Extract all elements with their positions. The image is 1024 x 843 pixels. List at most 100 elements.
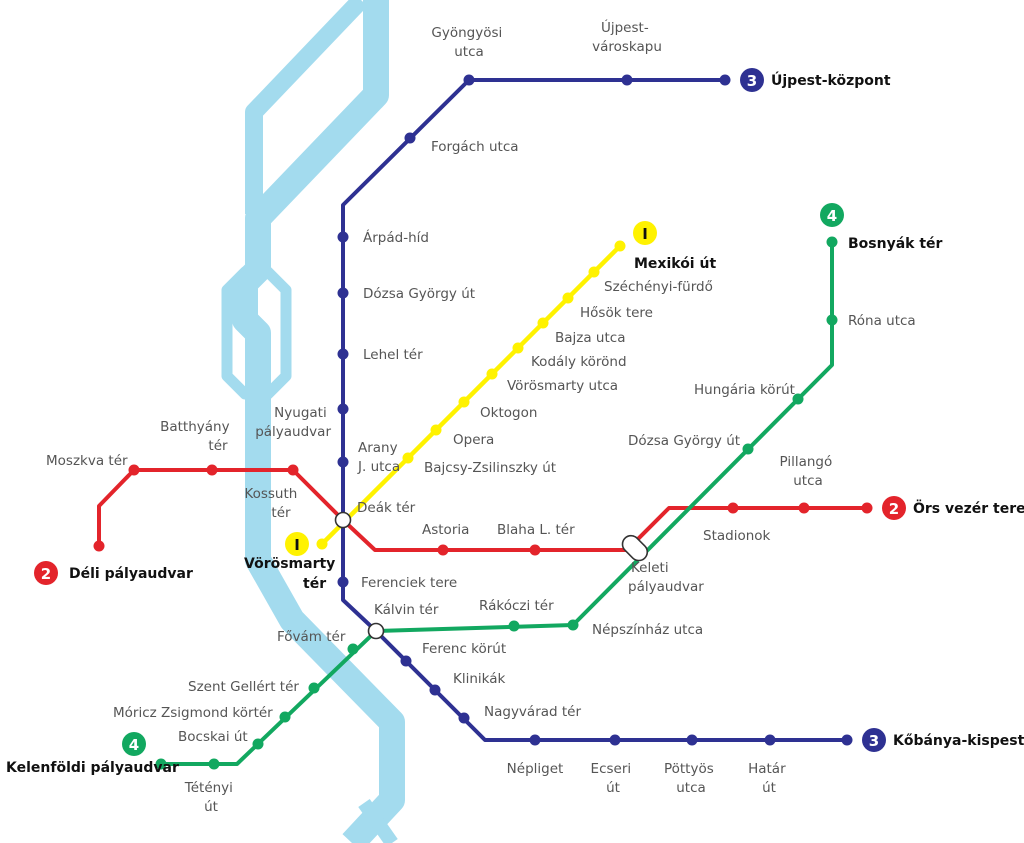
- m4-badge-north: 4: [820, 203, 844, 227]
- terminal-ujpest-kozpont: Újpest-központ: [771, 71, 891, 89]
- label-pottyos-line2: utca: [676, 780, 706, 796]
- station-dot-oktogon[interactable]: [458, 396, 470, 408]
- station-dot-tetenyi[interactable]: [208, 758, 220, 770]
- station-dot-moricz[interactable]: [279, 711, 291, 723]
- m4-badge-south-circle: [122, 732, 146, 756]
- station-dot-rona[interactable]: [826, 314, 838, 326]
- station-dot-gyongyosi[interactable]: [463, 74, 475, 86]
- terminal-vorosmarty-ter: Vörösmarty tér: [244, 556, 340, 592]
- station-dot-kossuth[interactable]: [287, 464, 299, 476]
- river-side-branch: [245, 0, 368, 214]
- station-dot-moszkva[interactable]: [128, 464, 140, 476]
- label-arany-line2: J. utca: [357, 459, 400, 475]
- label-kossuth: Kossuth tér: [244, 486, 301, 521]
- m4-badge-south-number: 4: [129, 736, 139, 754]
- station-dot-kelenfold[interactable]: [155, 758, 167, 770]
- label-gyongyosi-line1: Gyöngyösi: [431, 25, 502, 41]
- label-tetenyi-line1: Tétényi: [184, 780, 233, 796]
- station-dot-rakoczi[interactable]: [508, 620, 520, 632]
- interchange-kalvin[interactable]: [367, 622, 385, 640]
- label-arpad-hid: Árpád-híd: [363, 229, 429, 246]
- island-channel: [221, 266, 292, 400]
- station-dot-ferenciek[interactable]: [337, 576, 349, 588]
- station-dot-hungaria[interactable]: [792, 393, 804, 405]
- label-nepszinhaz: Népszínház utca: [592, 622, 703, 638]
- label-ecseri-line1: Ecseri: [591, 761, 632, 777]
- station-dot-mexikoi[interactable]: [614, 240, 626, 252]
- station-dot-bajcsy[interactable]: [402, 452, 414, 464]
- m1-badge-north-number: I: [642, 225, 648, 243]
- station-dot-bocskai[interactable]: [252, 738, 264, 750]
- station-dot-dozsa-gy-m4[interactable]: [742, 443, 754, 455]
- m2-badge-west: 2: [34, 561, 58, 585]
- m2-badge-west-number: 2: [41, 565, 51, 583]
- m2-badge-west-circle: [34, 561, 58, 585]
- station-dot-lehel[interactable]: [337, 348, 349, 360]
- station-dot-hatar[interactable]: [764, 734, 776, 746]
- station-dot-nepliget[interactable]: [529, 734, 541, 746]
- station-dot-blaha[interactable]: [529, 544, 541, 556]
- terminal-ors-vezer: Örs vezér tere: [913, 499, 1024, 517]
- label-oktogon: Oktogon: [480, 405, 537, 421]
- terminal-vorosmarty-ter-line1: Vörösmarty: [244, 556, 335, 572]
- station-dot-arany[interactable]: [337, 456, 349, 468]
- label-ujpest-varoskapu-line1: Újpest-: [601, 18, 649, 36]
- m4-badge-north-number: 4: [827, 207, 837, 225]
- terminal-kelenfold: Kelenföldi pályaudvar: [6, 760, 179, 776]
- station-dot-bajza[interactable]: [537, 317, 549, 329]
- m3-badge-south-number: 3: [869, 732, 879, 750]
- station-dot-nepszinhaz[interactable]: [567, 619, 579, 631]
- label-arany: Arany J. utca: [357, 440, 402, 475]
- label-szent-gellert: Szent Gellért tér: [188, 679, 299, 695]
- station-dot-ujpest-kozpont[interactable]: [719, 74, 731, 86]
- station-dot-nagyvarad[interactable]: [458, 712, 470, 724]
- station-dot-pottyos[interactable]: [686, 734, 698, 746]
- label-tetenyi-line2: út: [204, 799, 218, 815]
- interchange-keleti[interactable]: [619, 532, 651, 564]
- terminal-deli: Déli pályaudvar: [69, 566, 193, 582]
- station-dot-kodaly[interactable]: [512, 342, 524, 354]
- station-dot-ors-vezer[interactable]: [861, 502, 873, 514]
- label-nagyvarad: Nagyvárad tér: [484, 704, 581, 720]
- station-dot-ecseri[interactable]: [609, 734, 621, 746]
- river-main: [232, 0, 405, 843]
- label-ujpest-varoskapu: Újpest- városkapu: [592, 18, 662, 55]
- station-dot-szent-gellert[interactable]: [308, 682, 320, 694]
- label-gyongyosi-line2: utca: [454, 44, 484, 60]
- station-dot-kobanya-kispest[interactable]: [841, 734, 853, 746]
- label-batthyany-line1: Batthyány: [160, 419, 229, 435]
- label-bocskai: Bocskai út: [178, 729, 248, 745]
- station-dot-vorosmarty-utca[interactable]: [486, 368, 498, 380]
- station-dot-batthyany[interactable]: [206, 464, 218, 476]
- label-rakoczi: Rákóczi tér: [479, 598, 554, 614]
- station-dot-pillango[interactable]: [798, 502, 810, 514]
- label-hatar: Határ út: [748, 761, 790, 796]
- label-ujpest-varoskapu-line2: városkapu: [592, 39, 662, 55]
- label-keleti-line2: pályaudvar: [628, 579, 704, 595]
- m2-badge-east-number: 2: [889, 500, 899, 518]
- m4-track: [161, 242, 834, 766]
- station-dot-arpad-hid[interactable]: [337, 231, 349, 243]
- station-dot-fovam[interactable]: [347, 643, 359, 655]
- station-dot-dozsa-gy-m3[interactable]: [337, 287, 349, 299]
- station-dot-astoria[interactable]: [437, 544, 449, 556]
- label-moricz: Móricz Zsigmond körtér: [113, 705, 273, 721]
- interchange-deak[interactable]: [334, 511, 352, 529]
- m1-badge-south-number: I: [294, 536, 300, 554]
- station-dot-hosok[interactable]: [562, 292, 574, 304]
- m2-stations: [93, 464, 873, 556]
- station-dot-deli[interactable]: [93, 540, 105, 552]
- station-dot-szechenyi[interactable]: [588, 266, 600, 278]
- station-dot-ujpest-varoskapu[interactable]: [621, 74, 633, 86]
- terminal-vorosmarty-ter-line2: tér: [303, 576, 326, 592]
- station-dot-opera[interactable]: [430, 424, 442, 436]
- station-dot-bosnyak[interactable]: [826, 236, 838, 248]
- station-dot-vorosmarty-ter[interactable]: [316, 538, 328, 550]
- station-dot-klinikak[interactable]: [429, 684, 441, 696]
- station-dot-stadionok[interactable]: [727, 502, 739, 514]
- station-dot-forgach[interactable]: [404, 132, 416, 144]
- station-dot-nyugati[interactable]: [337, 403, 349, 415]
- m3-badge-north: 3: [740, 68, 764, 92]
- station-dot-ferenc-korut[interactable]: [400, 655, 412, 667]
